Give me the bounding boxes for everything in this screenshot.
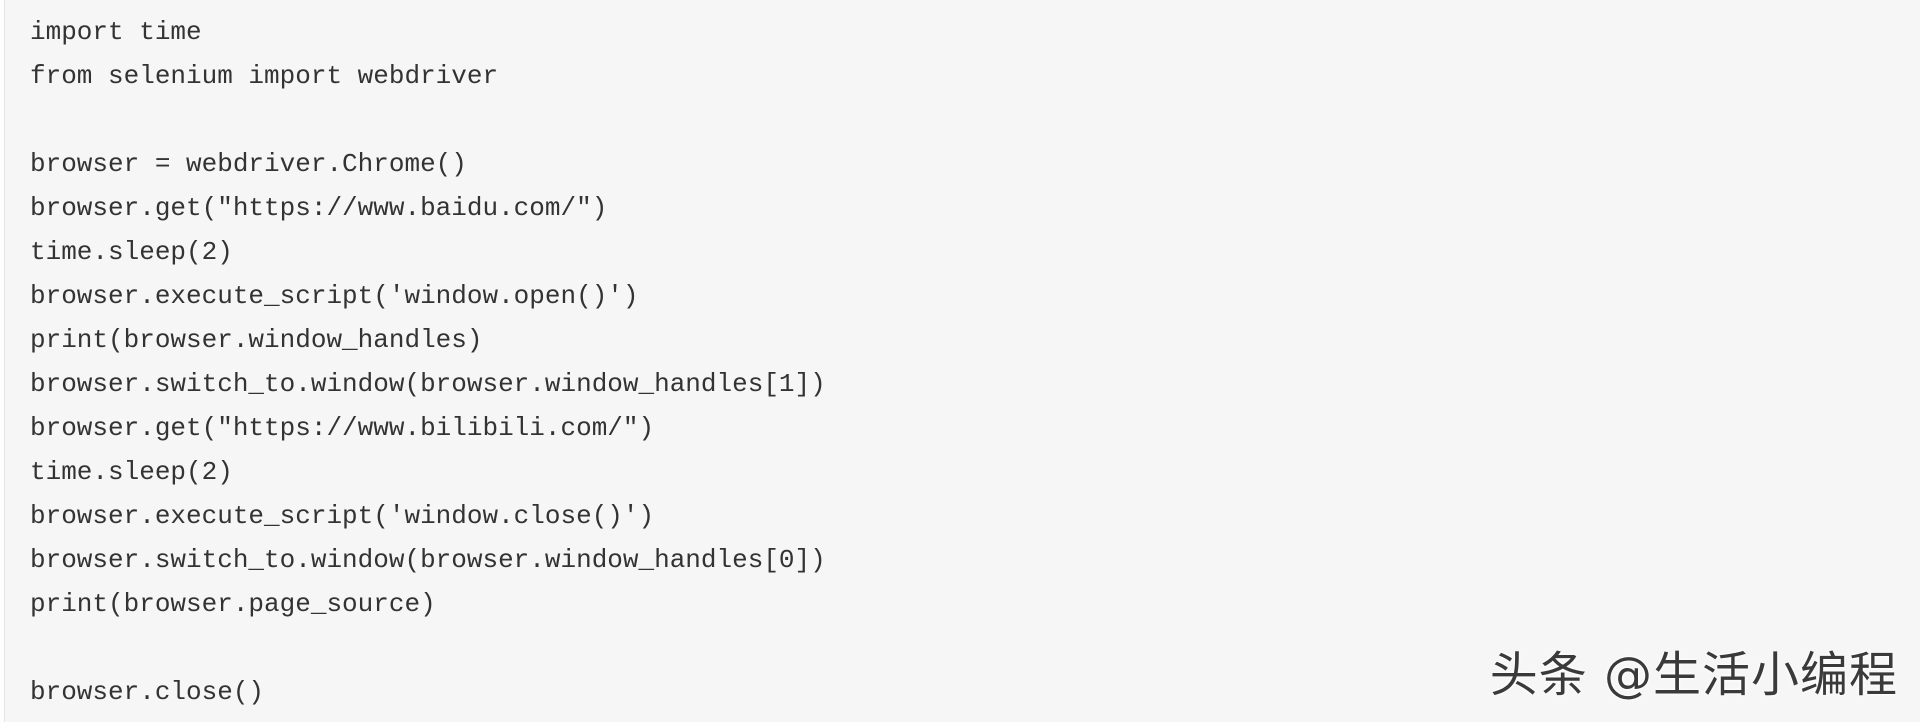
code-line: browser.execute_script('window.close()') [30,501,655,531]
code-line: browser.switch_to.window(browser.window_… [30,545,826,575]
code-line: from selenium import webdriver [30,61,499,91]
code-line: browser = webdriver.Chrome() [30,149,467,179]
code-line: import time [30,17,202,47]
code-line: print(browser.window_handles) [30,325,483,355]
code-line [30,626,826,670]
code-line: browser.get("https://www.bilibili.com/") [30,413,655,443]
code-line: time.sleep(2) [30,237,233,267]
code-lines: import time from selenium import webdriv… [30,10,826,714]
code-line [30,98,826,142]
code-line: print(browser.page_source) [30,589,436,619]
code-block: import time from selenium import webdriv… [4,0,1920,722]
code-line: browser.execute_script('window.open()') [30,281,639,311]
code-line: browser.switch_to.window(browser.window_… [30,369,826,399]
code-line: browser.close() [30,677,265,707]
code-line: time.sleep(2) [30,457,233,487]
code-line: browser.get("https://www.baidu.com/") [30,193,608,223]
watermark: 头条 @生活小编程 [1489,647,1898,703]
